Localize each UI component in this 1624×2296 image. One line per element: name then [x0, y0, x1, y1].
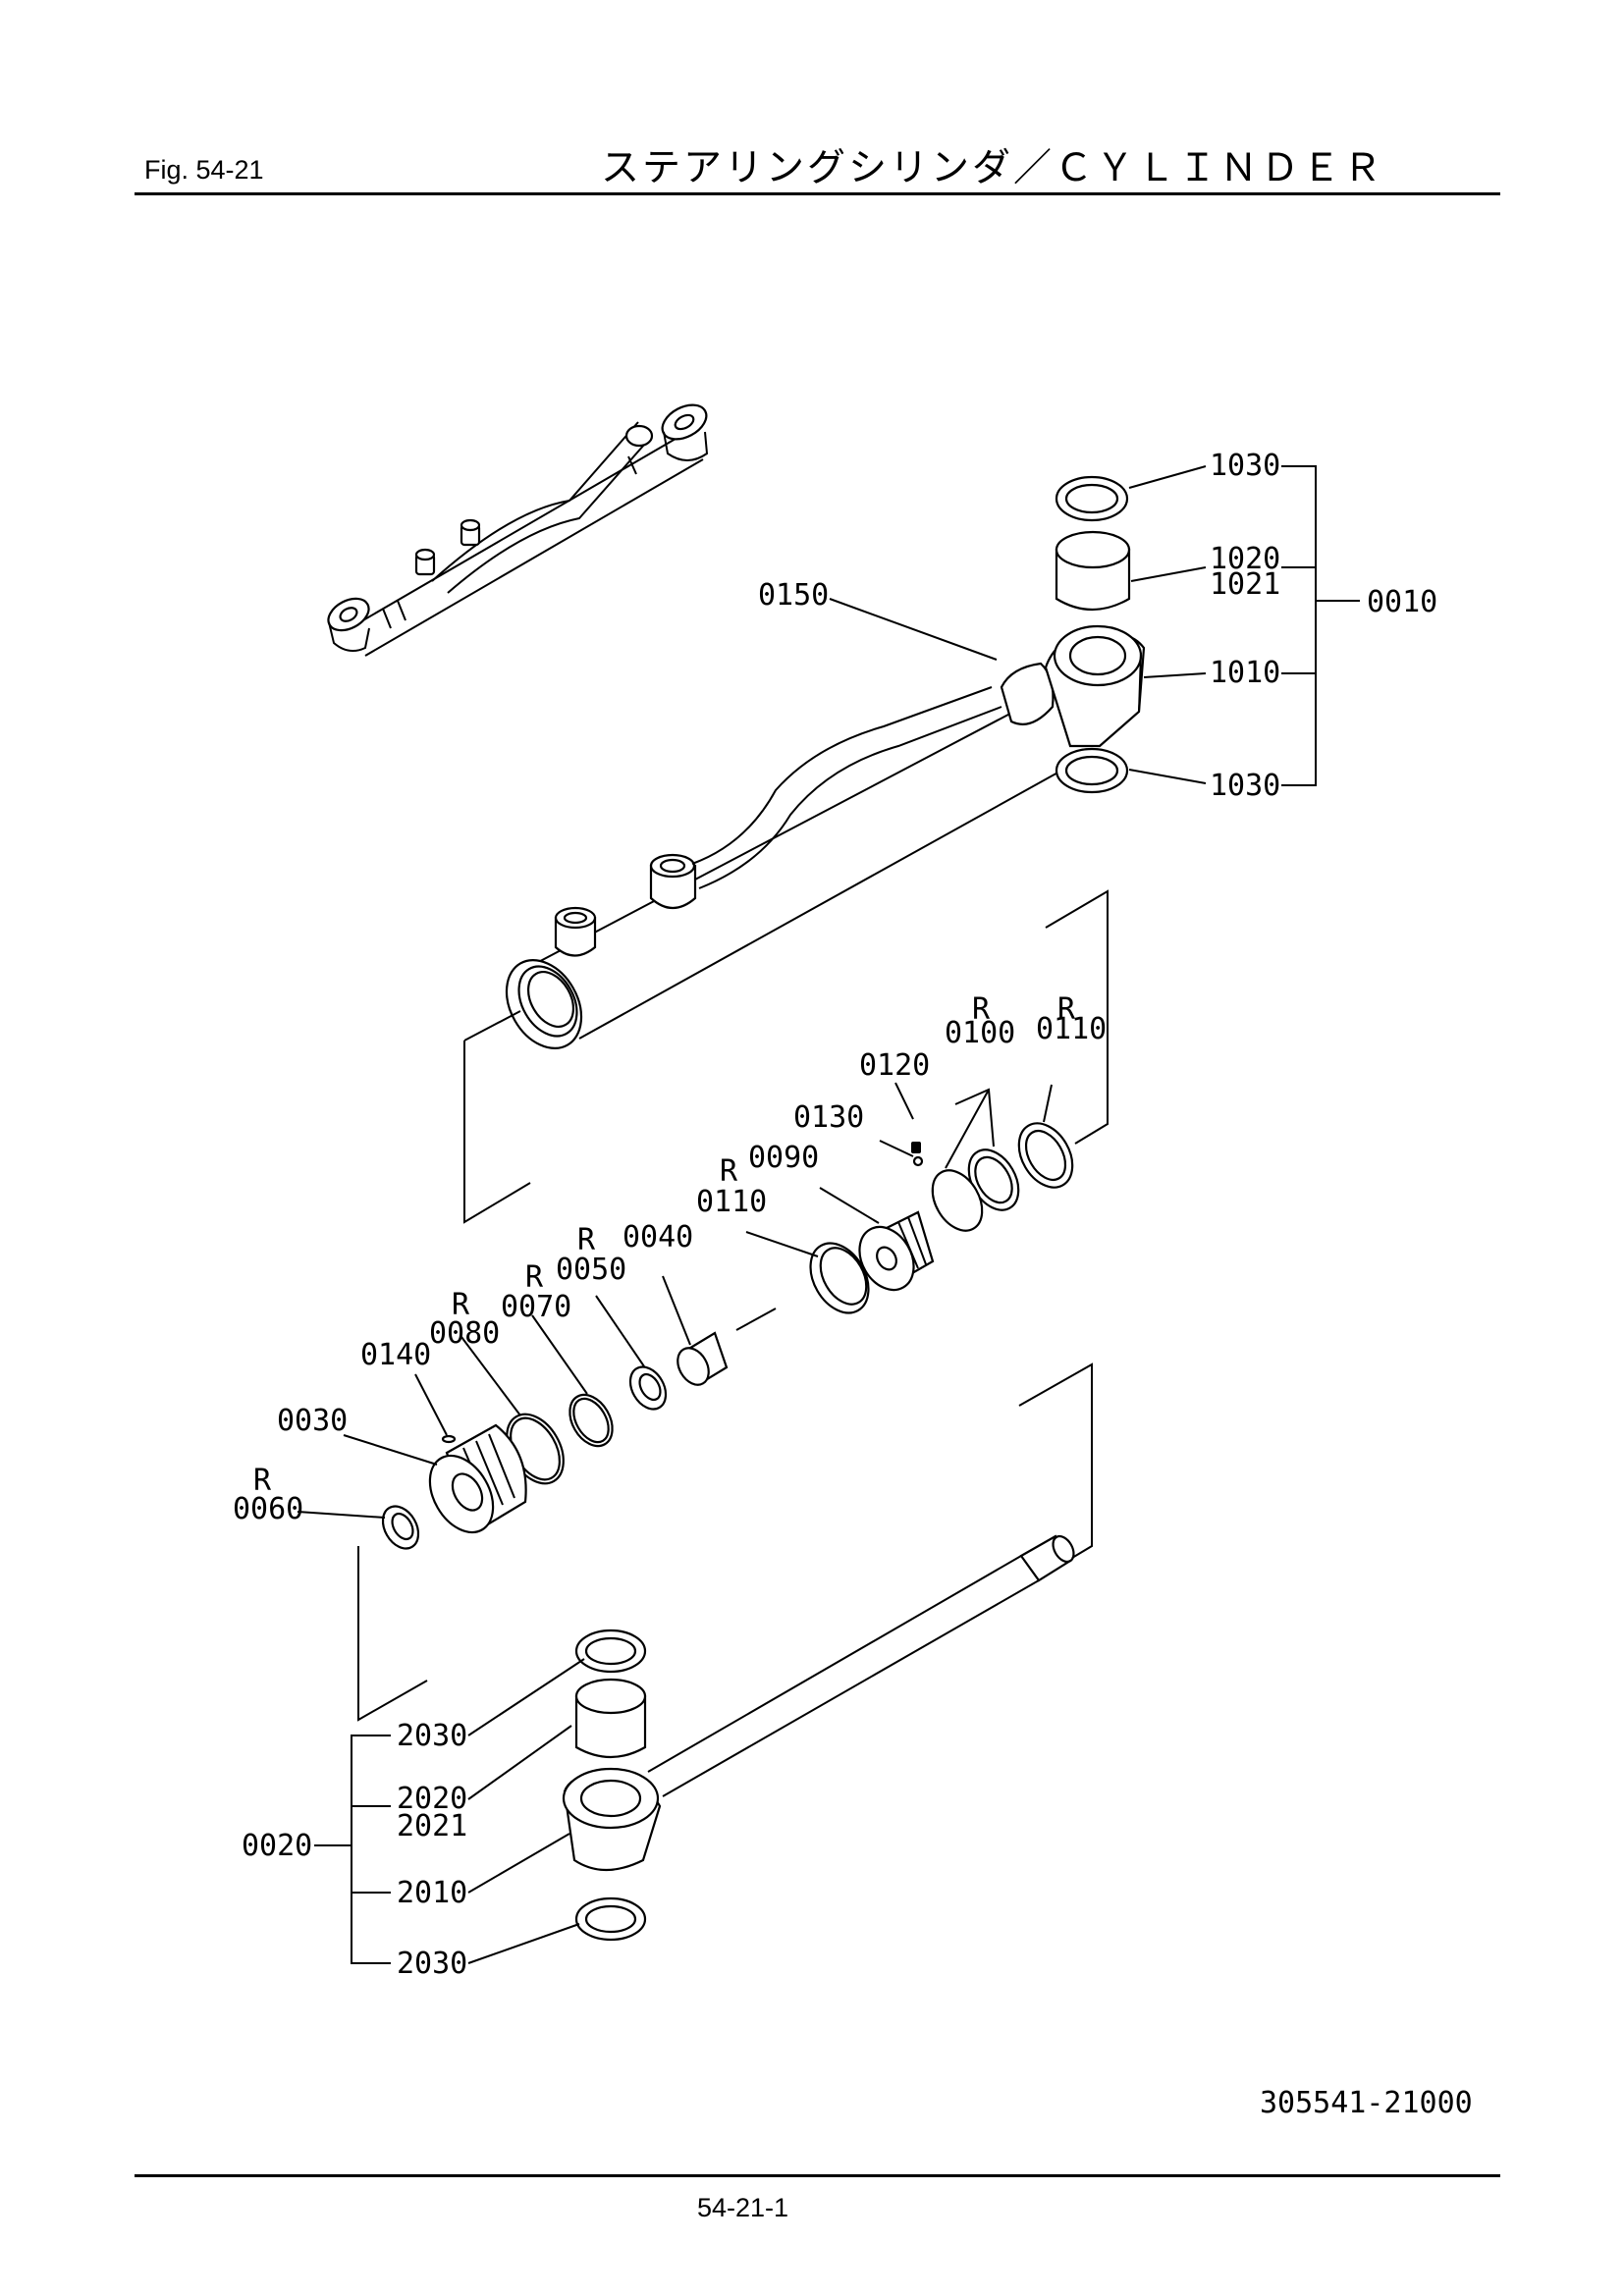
- callout-2021: 2021: [397, 1809, 467, 1843]
- callout-labels: 1030 1020 1021 0010 0150 1010 1030 R 010…: [233, 449, 1437, 1981]
- callout-2010: 2010: [397, 1876, 467, 1910]
- callout-0100: 0100: [945, 1016, 1015, 1050]
- callout-0070: 0070: [501, 1290, 571, 1324]
- callout-0140: 0140: [360, 1338, 431, 1372]
- callout-0110-upper: 0110: [1036, 1012, 1107, 1046]
- footer-rule: [135, 2174, 1500, 2177]
- callout-0150: 0150: [758, 578, 829, 613]
- callout-2030-top: 2030: [397, 1719, 467, 1753]
- drawing-number: 305541-21000: [1260, 2086, 1473, 2120]
- callout-2020: 2020: [397, 1782, 467, 1816]
- callout-1021: 1021: [1210, 567, 1280, 602]
- callout-0030: 0030: [277, 1404, 348, 1438]
- callout-1030-bottom: 1030: [1210, 769, 1280, 803]
- callout-0060: 0060: [233, 1492, 303, 1526]
- piston-and-seal-parts: [381, 1122, 1074, 1550]
- callout-leader-lines: [297, 465, 1360, 1964]
- header-rule: [135, 192, 1500, 195]
- callout-0110-lower: 0110: [696, 1185, 767, 1219]
- callout-1030-top: 1030: [1210, 449, 1280, 483]
- rod-bushing-parts: [574, 1629, 647, 1942]
- callout-0020: 0020: [242, 1829, 312, 1863]
- callout-0080-r: R: [452, 1288, 470, 1322]
- callout-0060-r: R: [253, 1464, 272, 1498]
- callout-0070-r: R: [525, 1260, 544, 1295]
- callout-0040: 0040: [623, 1220, 693, 1255]
- callout-1020: 1020: [1210, 542, 1280, 576]
- group-bracket-lines: [357, 889, 1109, 1722]
- callout-0080: 0080: [429, 1316, 500, 1351]
- callout-0050: 0050: [556, 1253, 626, 1287]
- callout-0050-r: R: [577, 1223, 596, 1257]
- page-number: 54-21-1: [697, 2193, 789, 2222]
- callout-0130: 0130: [793, 1100, 864, 1135]
- piston-rod-illustration: [562, 1534, 1075, 1871]
- page-title: ステアリングシリンダ／ＣＹＬＩＮＤＥＲ: [601, 146, 1385, 190]
- pin-bushing-parts: [1055, 475, 1131, 794]
- figure-label: Fig. 54-21: [144, 155, 264, 185]
- overview-cylinder-illustration: [327, 403, 709, 657]
- callout-0110-lower-r: R: [720, 1154, 738, 1189]
- callout-0110-upper-r: R: [1057, 992, 1076, 1027]
- cylinder-tube-illustration: [505, 624, 1146, 1050]
- callout-1010: 1010: [1210, 656, 1280, 690]
- callout-2030-bottom: 2030: [397, 1947, 467, 1981]
- callout-0010: 0010: [1367, 585, 1437, 619]
- callout-0090: 0090: [748, 1141, 819, 1175]
- callout-0100-r: R: [972, 992, 991, 1027]
- callout-0120: 0120: [859, 1048, 930, 1083]
